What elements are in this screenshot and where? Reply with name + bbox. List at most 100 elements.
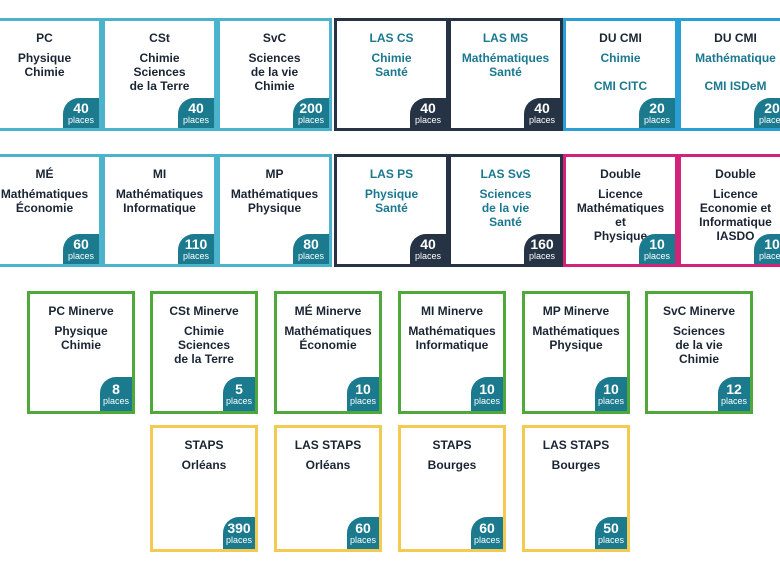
program-code: MI (152, 167, 167, 181)
program-name: Orléans (181, 458, 227, 472)
program-code: CSt (149, 31, 170, 45)
places-unit: places (349, 396, 376, 406)
program-name: Chimie Sciences de la Terre (174, 324, 234, 366)
places-count: 10 (479, 381, 495, 397)
places-unit: places (297, 251, 324, 261)
program-code: DU CMI (599, 31, 642, 45)
program-name: Bourges (427, 458, 477, 472)
program-name: Physique Chimie (54, 324, 108, 352)
program-code: CSt Minerve (169, 304, 239, 318)
places-count: 20 (649, 100, 665, 116)
places-unit: places (643, 115, 670, 125)
program-code: LAS SvS (480, 167, 531, 181)
places-count: 60 (355, 520, 371, 536)
places-unit: places (414, 251, 441, 261)
program-name: Mathématiques Informatique (408, 324, 496, 352)
program-code: LAS STAPS (542, 438, 610, 452)
program-name: Mathématiques Informatique (115, 187, 204, 215)
program-code: MI Minerve (420, 304, 483, 318)
places-unit: places (225, 396, 252, 406)
places-unit: places (182, 115, 209, 125)
places-unit: places (414, 115, 441, 125)
places-count: 10 (764, 236, 780, 252)
places-count: 80 (303, 236, 319, 252)
places-unit: places (758, 115, 780, 125)
program-name: Physique Santé (364, 187, 419, 215)
places-unit: places (720, 396, 747, 406)
program-name: Licence Mathématiques et Physique (576, 187, 665, 243)
program-name: Chimie Sciences de la Terre (129, 51, 190, 93)
places-unit: places (528, 251, 555, 261)
places-unit: places (67, 115, 94, 125)
program-code: Double (600, 167, 641, 181)
program-name: Mathématiques Économie (284, 324, 372, 352)
places-unit: places (643, 251, 670, 261)
program-name: Mathématiques Physique (230, 187, 319, 215)
places-count: 40 (420, 236, 436, 252)
places-unit: places (349, 535, 376, 545)
program-code: PC (36, 31, 53, 45)
places-unit: places (473, 396, 500, 406)
places-count: 40 (534, 100, 550, 116)
program-code: LAS STAPS (294, 438, 362, 452)
places-count: 200 (299, 100, 323, 116)
program-code: Double (715, 167, 756, 181)
places-count: 10 (603, 381, 619, 397)
places-count: 12 (726, 381, 742, 397)
places-unit: places (102, 396, 129, 406)
program-code: SvC (262, 31, 287, 45)
program-name: Sciences de la vie Chimie (672, 324, 726, 366)
program-name: Sciences de la vie Chimie (248, 51, 301, 93)
places-count: 20 (764, 100, 780, 116)
program-name: Sciences de la vie Santé (479, 187, 532, 229)
places-unit: places (225, 535, 252, 545)
places-unit: places (597, 396, 624, 406)
places-count: 40 (420, 100, 436, 116)
places-count: 160 (530, 236, 554, 252)
program-name: Physique Chimie (17, 51, 72, 79)
places-count: 40 (73, 100, 89, 116)
program-code: LAS CS (369, 31, 414, 45)
places-count: 110 (184, 236, 208, 252)
places-unit: places (758, 251, 780, 261)
places-count: 50 (603, 520, 619, 536)
places-count: 10 (355, 381, 371, 397)
program-name: Orléans (305, 458, 351, 472)
places-unit: places (182, 251, 209, 261)
program-code: SvC Minerve (662, 304, 736, 318)
places-count: 390 (227, 520, 251, 536)
program-name: Mathématiques Santé (461, 51, 550, 79)
program-name: Mathématiques Économie (0, 187, 89, 215)
